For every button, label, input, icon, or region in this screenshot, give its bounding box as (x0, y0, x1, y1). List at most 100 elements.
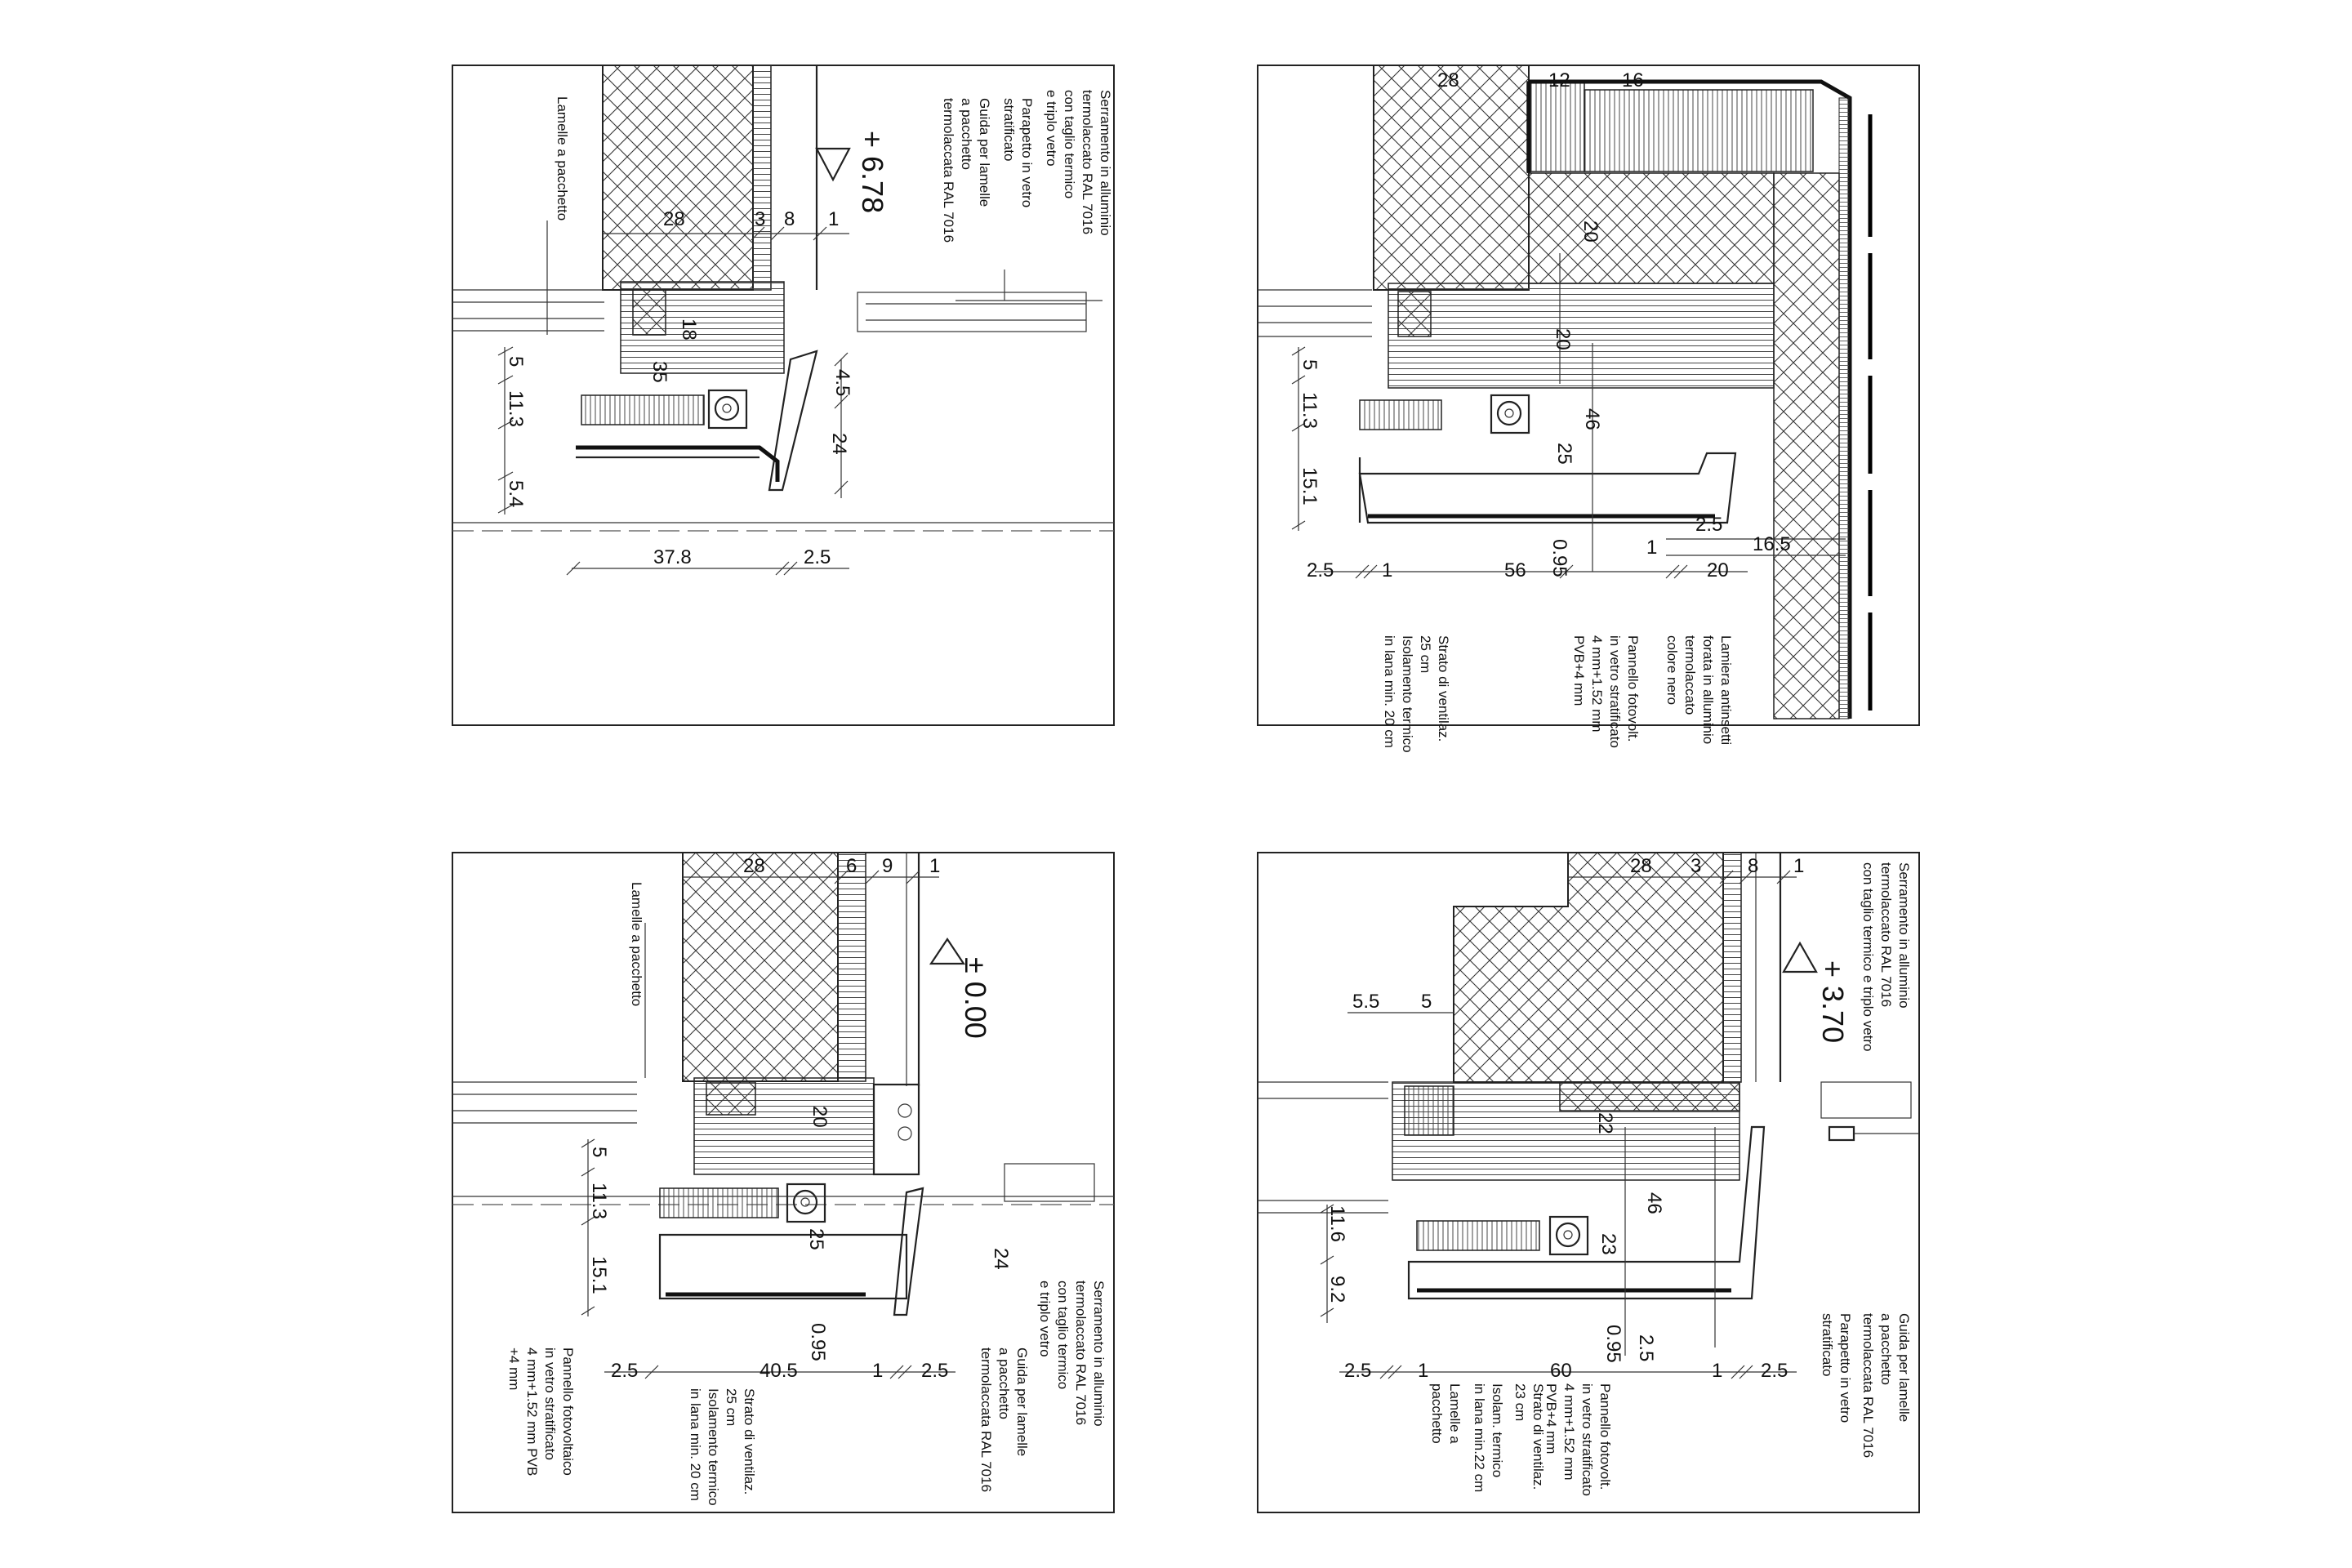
label-guida-1: Guida per lamelle (977, 98, 992, 207)
dim-16-5: 16.5 (1753, 533, 1791, 555)
label-serramento-4: e triplo vetro (1037, 1281, 1053, 1357)
label-lamelle-2: pacchetto (1429, 1383, 1445, 1444)
label-lamelle-1: Lamelle a (1447, 1383, 1463, 1444)
dim-0-95: 0.95 (807, 1323, 829, 1361)
label-pannello-4: PVB+4 mm (1571, 635, 1587, 706)
dim-40-5: 40.5 (760, 1360, 798, 1382)
label-strato-2: 25 cm (1418, 635, 1433, 673)
label-pannello-4: PVB+4 mm (1544, 1383, 1559, 1454)
label-serramento-3: con taglio termico (1055, 1281, 1071, 1389)
label-parapetto-1: Parapetto in vetro (1019, 98, 1035, 207)
dim-12: 12 (1548, 69, 1570, 91)
label-strato-1: Strato di ventilaz. (1436, 635, 1451, 742)
dim-1-a: 1 (1646, 537, 1657, 559)
detail-bottom-left: ± 0.00 Lamelle a pacchetto Serramento in… (452, 852, 1115, 1513)
level-label: ± 0.00 (959, 957, 992, 1039)
label-pannello-4: +4 mm (506, 1348, 522, 1390)
dim-2-5-a: 2.5 (1695, 514, 1722, 536)
label-lamiera-1: Lamiera antinsetti (1718, 635, 1734, 745)
label-parapetto-1: Parapetto in vetro (1838, 1313, 1853, 1423)
label-pannello-3: 4 mm+1.52 mm (1561, 1383, 1577, 1481)
label-serramento-2: termolaccato RAL 7016 (1080, 90, 1095, 234)
detail-bottom-right: + 3.70 Serramento in alluminio termolacc… (1257, 852, 1920, 1513)
label-guida-3: termolaccata RAL 7016 (941, 98, 956, 243)
dim-37-8: 37.8 (653, 546, 692, 568)
dim-2-5-b: 2.5 (921, 1360, 948, 1382)
dim-2-5-c: 2.5 (1761, 1360, 1788, 1382)
label-guida-1: Guida per lamelle (1896, 1313, 1912, 1422)
dim-3: 3 (1690, 855, 1701, 877)
label-serramento-1: Serramento in alluminio (1098, 90, 1113, 236)
dim-20-c: 20 (1707, 559, 1729, 581)
label-isol-2: in lana min. 20 cm (688, 1388, 703, 1501)
dim-56: 56 (1504, 559, 1526, 581)
dim-15-1: 15.1 (588, 1256, 610, 1294)
dim-6: 6 (846, 855, 857, 877)
dim-1-b: 1 (872, 1360, 883, 1382)
dim-5: 5 (1298, 359, 1321, 370)
dim-5: 5 (588, 1147, 610, 1157)
dim-8: 8 (784, 208, 795, 230)
label-isol-2: in lana min.22 cm (1472, 1383, 1487, 1492)
dim-8: 8 (1748, 855, 1758, 877)
dim-1: 1 (828, 208, 839, 230)
label-serramento-1: Serramento in alluminio (1896, 862, 1912, 1009)
label-lamelle: Lamelle a pacchetto (629, 882, 644, 1006)
detail-top-left: + 6.78 Lamelle a pacchetto Serramento in… (452, 65, 1115, 726)
dim-24: 24 (828, 433, 850, 455)
label-pannello-2: in vetro stratificato (1607, 635, 1623, 748)
label-parapetto-2: stratificato (1001, 98, 1017, 161)
label-strato-1: Strato di ventilaz. (1530, 1383, 1546, 1490)
label-pannello-1: Pannello fotovolt. (1625, 635, 1641, 742)
dim-28: 28 (1630, 855, 1652, 877)
label-serramento-1: Serramento in alluminio (1091, 1281, 1107, 1427)
dim-9: 9 (882, 855, 893, 877)
dim-46: 46 (1643, 1192, 1665, 1214)
dim-28: 28 (1437, 69, 1459, 91)
dim-60: 60 (1550, 1360, 1572, 1382)
dim-11-3: 11.3 (505, 390, 527, 427)
dim-5: 5 (1421, 991, 1432, 1013)
label-pannello-1: Pannello fotovolt. (1597, 1383, 1613, 1490)
label-isol-2: in lana min. 20 cm (1382, 635, 1397, 748)
label-pannello-1: Pannello fotovoltaico (560, 1348, 576, 1476)
dim-28: 28 (663, 208, 685, 230)
dim-24: 24 (990, 1248, 1012, 1270)
dim-5: 5 (505, 356, 527, 367)
label-isol-1: Isolamento termico (706, 1388, 721, 1506)
label-strato-1: Strato di ventilaz. (742, 1388, 757, 1494)
dim-23: 23 (1597, 1233, 1619, 1255)
level-label: + 3.70 (1816, 960, 1850, 1043)
label-pannello-2: in vetro stratificato (542, 1348, 558, 1460)
label-lamiera-3: termolaccato (1682, 635, 1698, 715)
dim-1: 1 (1793, 855, 1804, 877)
detail-top-right: 28 12 16 20 20 46 25 5 11.3 15.1 2.5 16.… (1257, 65, 1920, 753)
dim-20: 20 (808, 1106, 831, 1128)
label-pannello-2: in vetro stratificato (1579, 1383, 1595, 1496)
dim-1-b: 1 (1712, 1360, 1722, 1382)
dim-0-95: 0.95 (1602, 1325, 1624, 1363)
label-isol-1: Isolamento termico (1400, 635, 1415, 753)
level-label: + 6.78 (856, 131, 889, 213)
dim-15-1: 15.1 (1298, 467, 1321, 506)
dim-20-b: 20 (1552, 328, 1574, 350)
label-guida-2: a pacchetto (1878, 1313, 1894, 1385)
dim-25: 25 (1553, 443, 1575, 465)
label-lamiera-4: colore nero (1664, 635, 1680, 705)
dim-35: 35 (648, 361, 670, 383)
label-serramento-3: con taglio termico e triplo vetro (1860, 862, 1876, 1052)
label-serramento-4: e triplo vetro (1044, 90, 1059, 167)
dim-2-5-a: 2.5 (1635, 1334, 1657, 1361)
dim-11-3: 11.3 (1298, 392, 1321, 429)
dim-16: 16 (1622, 69, 1644, 91)
label-serramento-2: termolaccato RAL 7016 (1878, 862, 1894, 1007)
label-guida-3: termolaccata RAL 7016 (978, 1348, 994, 1492)
dim-2-5-b: 2.5 (1344, 1360, 1371, 1382)
dim-46: 46 (1581, 408, 1603, 430)
label-serramento-3: con taglio termico (1062, 90, 1077, 198)
label-serramento-2: termolaccato RAL 7016 (1073, 1281, 1089, 1425)
dim-22: 22 (1594, 1112, 1616, 1134)
dim-2-5-a: 2.5 (611, 1360, 638, 1382)
dim-2-5-b: 2.5 (1307, 559, 1334, 581)
